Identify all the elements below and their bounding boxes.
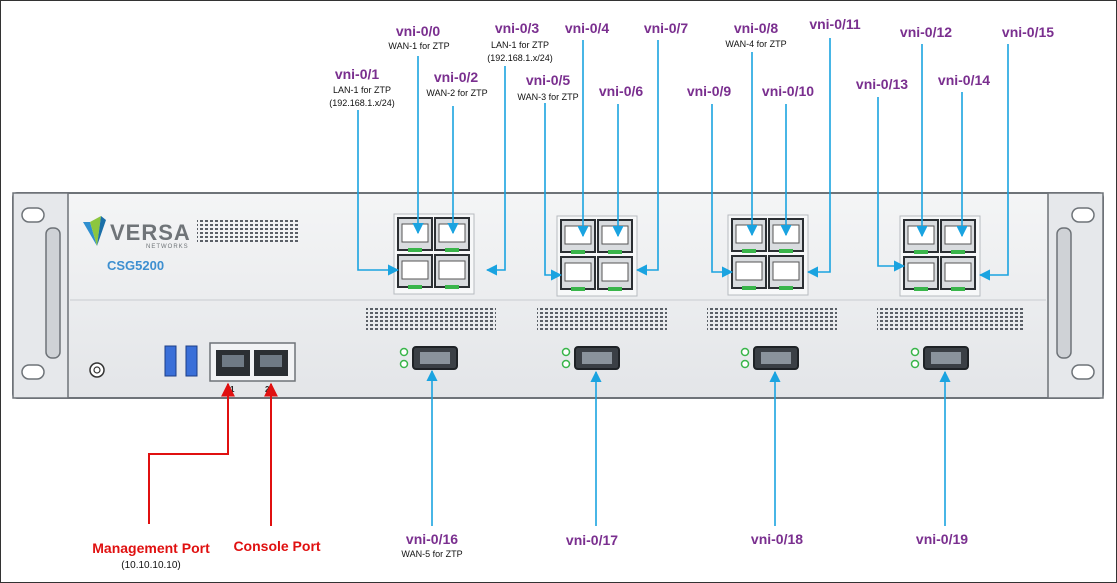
connector-line-vni-0-13 — [877, 97, 906, 272]
rack-hole — [1071, 364, 1095, 380]
rack-handle — [1056, 227, 1072, 359]
port-note2-vni-0-3: (192.168.1.x/24) — [487, 53, 553, 63]
versa-logo: VERSA NETWORKS CSG5200 — [83, 216, 191, 273]
power-button — [89, 362, 105, 378]
status-led — [608, 250, 622, 254]
port-label-vni-0-2: vni-0/2 — [434, 69, 479, 85]
mgmt-console-arrows — [148, 382, 278, 526]
port-note-vni-0-16: WAN-5 for ZTP — [401, 549, 462, 559]
connector-line-vni-0-5 — [544, 103, 563, 281]
status-led — [914, 250, 928, 254]
port-note-vni-0-3: LAN-1 for ZTP — [491, 40, 549, 50]
port-note2-vni-0-1: (192.168.1.x/24) — [329, 98, 395, 108]
port-label-vni-0-15: vni-0/15 — [1002, 24, 1054, 40]
vent-grid — [707, 308, 837, 330]
brand-subtitle: NETWORKS — [146, 244, 189, 250]
status-led — [951, 287, 965, 291]
connector-line-vni-0-11 — [806, 38, 831, 278]
usb-port — [185, 345, 198, 377]
rack-handle — [45, 227, 61, 359]
connector-line-vni-0-7 — [635, 40, 659, 276]
port-label-vni-0-8: vni-0/8 — [734, 20, 779, 36]
management-port-label: Management Port — [92, 540, 210, 556]
port-note-vni-0-0: WAN-1 for ZTP — [388, 41, 449, 51]
status-led — [742, 249, 756, 253]
port-note-vni-0-8: WAN-4 for ZTP — [725, 39, 786, 49]
usb-port — [164, 345, 177, 377]
port-label-vni-0-0: vni-0/0 — [396, 23, 441, 39]
port-label-vni-0-4: vni-0/4 — [565, 20, 610, 36]
status-led — [571, 250, 585, 254]
management-port-address: (10.10.10.10) — [121, 560, 181, 571]
status-led — [914, 287, 928, 291]
port-note-vni-0-1: LAN-1 for ZTP — [333, 85, 391, 95]
port-label-vni-0-5: vni-0/5 — [526, 72, 571, 88]
port-label-vni-0-1: vni-0/1 — [335, 66, 380, 82]
connector-line-vni-0-15 — [978, 44, 1009, 281]
connector-lines — [357, 38, 1009, 526]
status-led — [608, 287, 622, 291]
port-label-vni-0-17: vni-0/17 — [566, 532, 618, 548]
port-label-vni-0-10: vni-0/10 — [762, 83, 814, 99]
port-label-vni-0-12: vni-0/12 — [900, 24, 952, 40]
console-port-number: 2 — [265, 385, 270, 394]
status-led — [445, 285, 459, 289]
status-led — [571, 287, 585, 291]
brand-name: VERSA — [110, 220, 191, 245]
port-label-vni-0-13: vni-0/13 — [856, 76, 908, 92]
console-port-label: Console Port — [233, 538, 320, 554]
status-led — [779, 286, 793, 290]
port-label-vni-0-7: vni-0/7 — [644, 20, 689, 36]
mgmt-port-number: 1 — [230, 385, 235, 394]
vent-grid — [197, 218, 299, 244]
vent-grid — [537, 308, 667, 330]
status-led — [951, 250, 965, 254]
port-label-vni-0-19: vni-0/19 — [916, 531, 968, 547]
port-note-vni-0-2: WAN-2 for ZTP — [426, 88, 487, 98]
vent-grid — [366, 308, 496, 330]
management-arrow — [148, 382, 235, 524]
port-label-vni-0-9: vni-0/9 — [687, 83, 732, 99]
status-led — [408, 248, 422, 252]
port-label-vni-0-18: vni-0/18 — [751, 531, 803, 547]
connector-line-vni-0-1 — [357, 110, 400, 276]
port-label-vni-0-14: vni-0/14 — [938, 72, 990, 88]
status-led — [742, 286, 756, 290]
connector-line-vni-0-3 — [485, 66, 506, 276]
port-label-vni-0-3: vni-0/3 — [495, 20, 540, 36]
port-label-vni-0-16: vni-0/16 — [406, 531, 458, 547]
port-label-vni-0-6: vni-0/6 — [599, 83, 644, 99]
rack-hole — [21, 364, 45, 380]
port-note-vni-0-5: WAN-3 for ZTP — [517, 92, 578, 102]
connector-line-vni-0-9 — [711, 104, 734, 278]
model-name: CSG5200 — [107, 258, 164, 273]
port-labels: vni-0/0 WAN-1 for ZTP vni-0/1 LAN-1 for … — [92, 16, 1054, 571]
rack-hole — [1071, 207, 1095, 223]
status-led — [445, 248, 459, 252]
vent-grid — [877, 308, 1023, 330]
status-led — [408, 285, 422, 289]
status-led — [779, 249, 793, 253]
port-label-vni-0-11: vni-0/11 — [809, 16, 861, 32]
rack-hole — [21, 207, 45, 223]
